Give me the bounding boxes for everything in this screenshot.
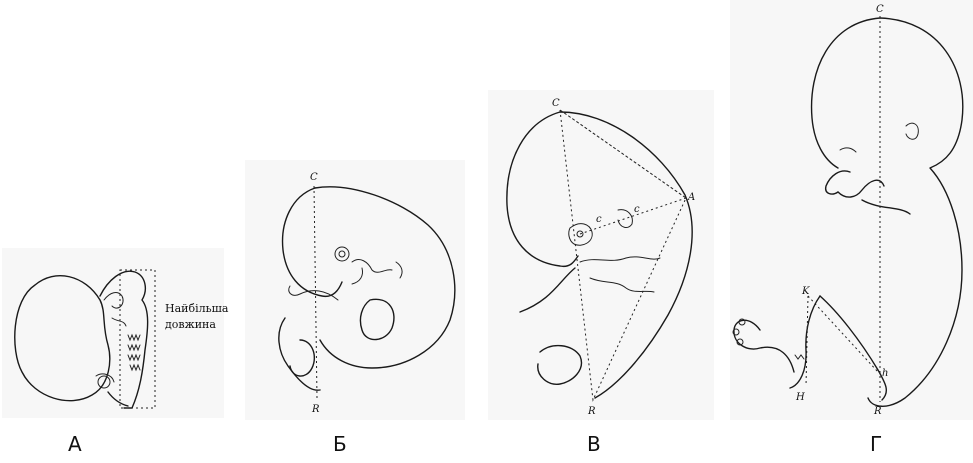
panel-caption-b: Б bbox=[333, 432, 347, 456]
point-c-label-b: C bbox=[310, 172, 318, 183]
point-h-label-g: H bbox=[795, 392, 805, 403]
point-h-small-label-g: h bbox=[882, 368, 888, 379]
panel-b-background bbox=[245, 160, 465, 420]
point-k-label-g: K bbox=[801, 286, 810, 297]
max-length-label-line-2: довжина bbox=[165, 318, 216, 331]
panel-g-background bbox=[730, 0, 973, 420]
point-r-label-g: R bbox=[873, 406, 882, 417]
max-length-label-line-1: Найбільша bbox=[165, 302, 229, 315]
point-r-label-b: R bbox=[311, 404, 320, 415]
point-r-label-v: R bbox=[587, 406, 596, 417]
point-c-label-v: C bbox=[552, 98, 560, 109]
panel-v-background bbox=[488, 90, 714, 420]
point-a-label-v: A bbox=[687, 192, 695, 203]
panel-caption-v: В bbox=[587, 432, 601, 456]
panel-a-background bbox=[2, 248, 224, 418]
panel-caption-g: Г bbox=[870, 432, 882, 456]
panel-caption-a: А bbox=[68, 432, 82, 456]
point-c-small-label-v2: c bbox=[634, 204, 640, 215]
point-c-label-g: C bbox=[876, 4, 884, 15]
point-c-small-label-v1: c bbox=[596, 214, 602, 225]
